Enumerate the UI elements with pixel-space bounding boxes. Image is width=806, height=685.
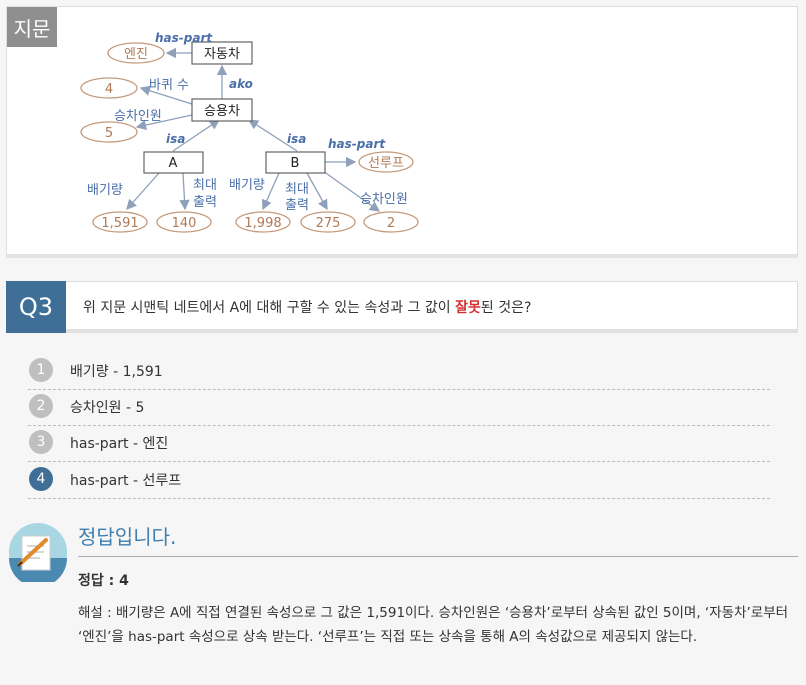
- node-sedan-label: 승용차: [204, 104, 240, 119]
- edge-a-power: [179, 172, 190, 211]
- label-power-a-2: 출력: [193, 195, 217, 210]
- node-seats-value: [80, 121, 138, 143]
- edge-b-displacement: [261, 172, 280, 211]
- edge-sedan-seats: [135, 114, 193, 131]
- passage-panel: 지문 자동차 승용차 A B 엔진 4: [6, 6, 798, 258]
- question-text-after: 된 것은?: [480, 300, 532, 316]
- question-text-before: 위 지문 시맨틱 네트에서 A에 대해 구할 수 있는 속성과 그 값이: [83, 300, 456, 316]
- passage-tag: 지문: [7, 7, 57, 47]
- question-number: Q3: [6, 281, 66, 333]
- label-displacement-b: 배기량: [229, 178, 265, 193]
- node-b-power-label: 275: [316, 216, 341, 231]
- label-seats: 승차인원: [114, 109, 162, 124]
- choice-2[interactable]: 2 승차인원 - 5: [28, 389, 770, 426]
- choice-text: 승차인원 - 5: [70, 400, 145, 416]
- edge-b-sedan: [247, 119, 298, 152]
- answer-label: 정답 : 4: [78, 573, 129, 589]
- choice-text: has-part - 엔진: [70, 436, 169, 452]
- node-a-label: A: [169, 156, 178, 171]
- choice-3[interactable]: 3 has-part - 엔진: [28, 425, 770, 462]
- node-sedan: [191, 98, 253, 122]
- node-sunroof-label: 선루프: [368, 156, 404, 171]
- node-seats-value-label: 5: [105, 126, 113, 141]
- answer-explanation: 해설 : 배기량은 A에 직접 연결된 속성으로 그 값은 1,591이다. 승…: [78, 605, 789, 645]
- node-a-displacement-label: 1,591: [101, 216, 138, 231]
- node-car: [191, 41, 253, 65]
- node-b-seats-label: 2: [387, 216, 395, 231]
- node-a-displacement: [92, 211, 148, 233]
- choice-text: 배기량 - 1,591: [70, 364, 163, 380]
- answer-divider: [78, 556, 798, 557]
- label-power-b-1: 최대: [285, 182, 309, 197]
- relation-has-part-top: has-part: [155, 31, 213, 45]
- label-displacement-a: 배기량: [87, 183, 123, 198]
- choice-number: 2: [29, 394, 53, 418]
- question-text: 위 지문 시맨틱 네트에서 A에 대해 구할 수 있는 속성과 그 값이 잘못된…: [83, 297, 531, 317]
- node-sunroof: [358, 151, 414, 173]
- relation-isa-right: isa: [287, 132, 306, 146]
- choice-4[interactable]: 4 has-part - 선루프: [28, 462, 770, 499]
- label-power-b-2: 출력: [285, 198, 309, 213]
- answer-title: 정답입니다.: [78, 525, 177, 549]
- question-emphasis: 잘못: [455, 300, 481, 316]
- relation-ako: ako: [229, 77, 253, 91]
- edge-b-seats: [322, 170, 381, 212]
- edge-b-power: [306, 172, 328, 211]
- choice-1[interactable]: 1 배기량 - 1,591: [28, 353, 770, 390]
- node-engine: [107, 42, 165, 64]
- choice-number-selected: 4: [29, 467, 53, 491]
- node-b-label: B: [291, 156, 300, 171]
- node-b-displacement-label: 1,998: [244, 216, 281, 231]
- relation-isa-left: isa: [166, 132, 185, 146]
- node-a-power-label: 140: [172, 216, 197, 231]
- node-a-power: [156, 211, 212, 233]
- edge-sedan-wheels: [139, 85, 193, 105]
- node-wheels-value-label: 4: [105, 82, 113, 97]
- answer-memo-icon: [9, 523, 67, 582]
- node-car-label: 자동차: [204, 47, 240, 62]
- node-wheels-value: [80, 77, 138, 99]
- node-b-power: [300, 211, 356, 233]
- node-b: [265, 151, 326, 174]
- label-power-a-1: 최대: [193, 178, 217, 193]
- label-wheels: 바퀴 수: [149, 78, 189, 93]
- edge-a-sedan: [172, 119, 221, 152]
- node-a: [143, 151, 204, 174]
- node-engine-label: 엔진: [124, 47, 148, 62]
- choice-number: 3: [29, 430, 53, 454]
- question-bar: Q3 위 지문 시맨틱 네트에서 A에 대해 구할 수 있는 속성과 그 값이 …: [6, 281, 798, 333]
- choice-number: 1: [29, 358, 53, 382]
- node-b-seats: [363, 211, 419, 233]
- node-b-displacement: [235, 211, 291, 233]
- choice-text: has-part - 선루프: [70, 473, 182, 489]
- label-seats-b: 승차인원: [360, 192, 408, 207]
- relation-has-part-b: has-part: [328, 137, 386, 151]
- semantic-net-diagram: 자동차 승용차 A B 엔진 4 5 선루프 1,591 140 1,998 2…: [80, 31, 419, 233]
- edge-a-displacement: [126, 172, 160, 210]
